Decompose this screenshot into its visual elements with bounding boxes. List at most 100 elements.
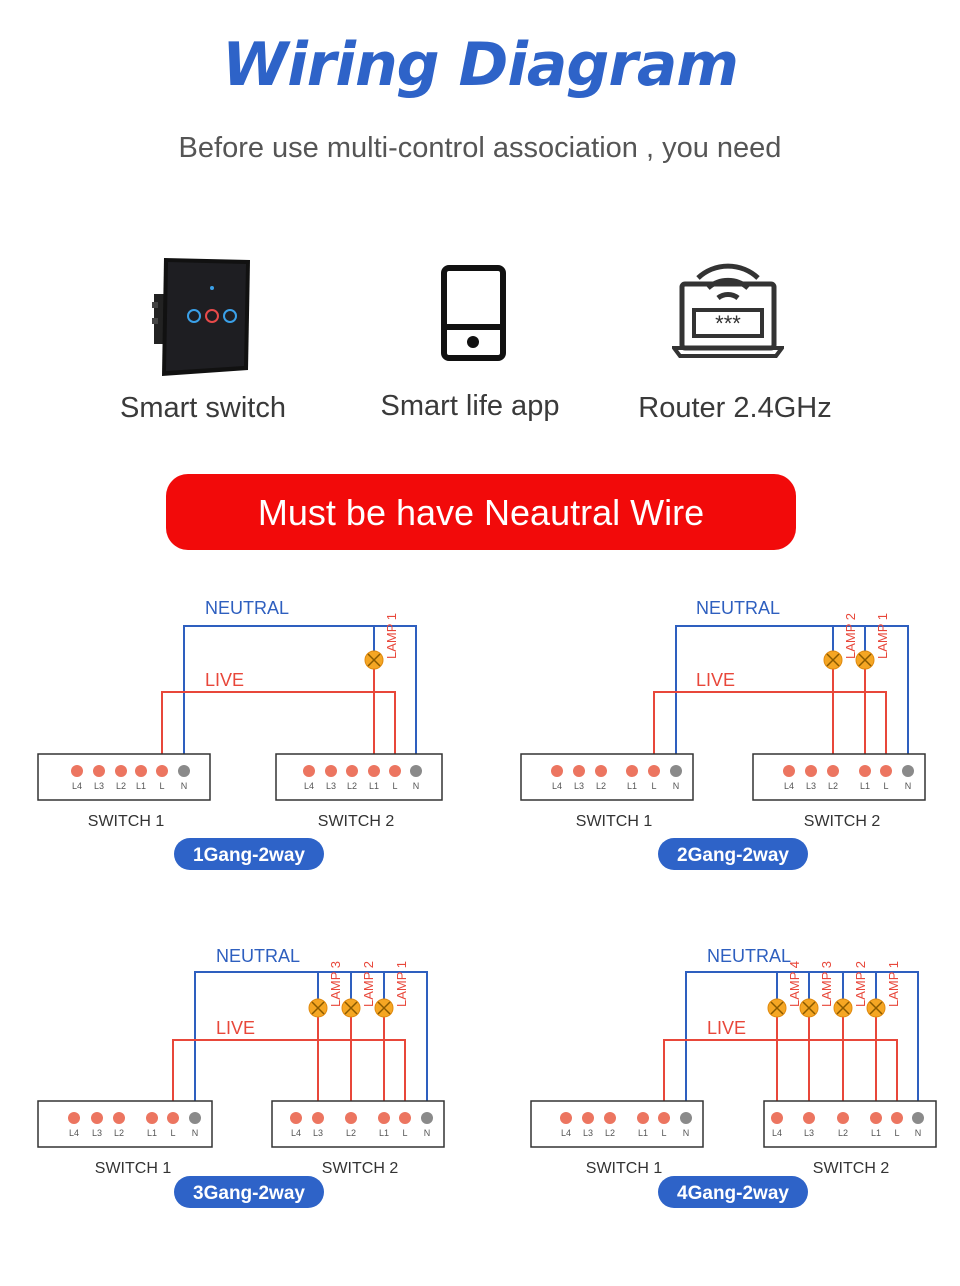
terminal-label: L2 [116, 781, 126, 791]
terminal-label: L [170, 1128, 175, 1138]
requirement-label-switch: Smart switch [120, 392, 286, 424]
neutral-label: NEUTRAL [216, 946, 300, 966]
terminal-dot [68, 1112, 80, 1124]
terminal-label: L4 [552, 781, 562, 791]
gang-badge [658, 838, 808, 870]
terminal-label: L3 [92, 1128, 102, 1138]
neutral-label: NEUTRAL [696, 598, 780, 618]
switch-box-s2 [275, 753, 443, 801]
terminal-label: N [683, 1128, 690, 1138]
switch-name: SWITCH 2 [318, 813, 395, 830]
gang-badge [658, 1176, 808, 1208]
terminal-dot [167, 1112, 179, 1124]
terminal-label: N [192, 1128, 199, 1138]
terminal-dot [410, 765, 422, 777]
terminal-label: L3 [806, 781, 816, 791]
terminal-label: L [883, 781, 888, 791]
terminal-label: L1 [860, 781, 870, 791]
terminal-dot [93, 765, 105, 777]
terminal-dot [189, 1112, 201, 1124]
terminal-dot [178, 765, 190, 777]
terminal-label: N [905, 781, 912, 791]
terminal-label: L2 [346, 1128, 356, 1138]
terminal-label: L2 [828, 781, 838, 791]
terminal-dot [827, 765, 839, 777]
terminal-label: N [915, 1128, 922, 1138]
terminal-label: L3 [583, 1128, 593, 1138]
terminal-label: L1 [136, 781, 146, 791]
terminal-dot [368, 765, 380, 777]
switch-name: SWITCH 1 [88, 813, 165, 830]
terminal-label: L3 [574, 781, 584, 791]
switch-box-s1 [37, 753, 211, 801]
switch-name: SWITCH 2 [804, 813, 881, 830]
neutral-wire [183, 625, 417, 771]
terminal-dot [595, 765, 607, 777]
terminal-dot [389, 765, 401, 777]
terminal-dot [345, 1112, 357, 1124]
terminal-label: L1 [638, 1128, 648, 1138]
live-wire [172, 1039, 406, 1118]
gang-badge [174, 1176, 324, 1208]
switch-name: SWITCH 1 [95, 1160, 172, 1177]
lamp-label: LAMP 3 [819, 961, 834, 1007]
lamp-label: LAMP 1 [886, 961, 901, 1007]
lamp-cross [770, 1001, 784, 1015]
terminal-label: L1 [379, 1128, 389, 1138]
terminal-label: L4 [772, 1128, 782, 1138]
terminal-dot [626, 765, 638, 777]
terminal-dot [115, 765, 127, 777]
terminal-label: L [651, 781, 656, 791]
terminal-dot [637, 1112, 649, 1124]
svg-text:***: *** [715, 311, 741, 336]
terminal-dot [573, 765, 585, 777]
gang-badge [174, 838, 324, 870]
requirement-label-router: Router 2.4GHz [638, 392, 832, 424]
terminal-label: L1 [627, 781, 637, 791]
live-label: LIVE [216, 1018, 255, 1038]
terminal-label: L3 [326, 781, 336, 791]
live-wire [161, 691, 396, 771]
lamp-cross [377, 1001, 391, 1015]
terminal-label: L [894, 1128, 899, 1138]
terminal-label: L [402, 1128, 407, 1138]
terminal-label: L4 [561, 1128, 571, 1138]
terminal-dot [156, 765, 168, 777]
lamp-cross [869, 1001, 883, 1015]
terminal-dot [146, 1112, 158, 1124]
lamp-label: LAMP 4 [787, 961, 802, 1007]
smart-switch-icon [152, 258, 250, 376]
neutral-label: NEUTRAL [205, 598, 289, 618]
switch-box-s1 [37, 1100, 213, 1148]
terminal-dot [91, 1112, 103, 1124]
terminal-dot [870, 1112, 882, 1124]
switch-name: SWITCH 2 [813, 1160, 890, 1177]
switch-box-s1 [520, 753, 694, 801]
terminal-dot [771, 1112, 783, 1124]
lamp-label: LAMP 1 [384, 613, 399, 659]
neutral-wire-banner: Must be have Neautral Wire [166, 474, 796, 550]
terminal-label: L1 [369, 781, 379, 791]
terminal-dot [551, 765, 563, 777]
lamp-cross [367, 653, 381, 667]
gang-badge-label: 3Gang-2way [193, 1183, 305, 1204]
terminal-label: L3 [313, 1128, 323, 1138]
lamp-label: LAMP 1 [875, 613, 890, 659]
phone-icon [441, 265, 506, 361]
terminal-dot [805, 765, 817, 777]
live-label: LIVE [696, 670, 735, 690]
terminal-label: L4 [304, 781, 314, 791]
lamp-label: LAMP 2 [853, 961, 868, 1007]
terminal-label: L1 [871, 1128, 881, 1138]
terminal-label: L [392, 781, 397, 791]
terminal-label: L [159, 781, 164, 791]
terminal-dot [859, 765, 871, 777]
requirement-label-app: Smart life app [380, 390, 560, 422]
gang-badge-label: 4Gang-2way [677, 1183, 789, 1204]
terminal-dot [880, 765, 892, 777]
